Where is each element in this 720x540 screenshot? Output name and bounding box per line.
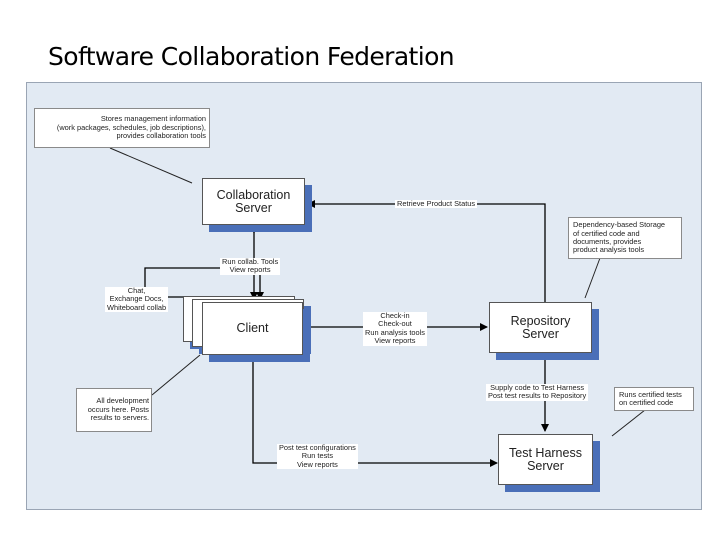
supply-code-label: Supply code to Test Harness Post test re… bbox=[486, 383, 589, 401]
retrieve-status-arrow bbox=[307, 200, 546, 302]
repository-note: Dependency-based Storage of certified co… bbox=[568, 217, 682, 259]
test-note-pointer bbox=[611, 409, 646, 437]
repo-note-pointer bbox=[584, 257, 601, 299]
collaboration-server-box: Collaboration Server bbox=[202, 178, 305, 225]
checkin-checkout-label: Check-in Check-out Run analysis tools Vi… bbox=[363, 311, 427, 346]
client-note-pointer bbox=[151, 354, 201, 396]
collab-note-pointer bbox=[109, 147, 193, 184]
chat-exchange-label: Chat, Exchange Docs, Whiteboard collab bbox=[105, 286, 169, 313]
client-box: Client bbox=[202, 302, 303, 355]
collab-server-note: Stores management information (work pack… bbox=[34, 108, 210, 148]
client-test-arrow bbox=[249, 350, 498, 467]
test-harness-server-box: Test Harness Server bbox=[498, 434, 593, 485]
client-note: All development occurs here. Posts resul… bbox=[76, 388, 152, 432]
retrieve-status-label: Retrieve Product Status bbox=[395, 199, 478, 209]
run-collab-tools-label: Run collab. Tools View reports bbox=[220, 257, 281, 275]
test-harness-note: Runs certified tests on certified code bbox=[614, 387, 694, 411]
page-title: Software Collaboration Federation bbox=[48, 42, 455, 71]
repository-server-box: Repository Server bbox=[489, 302, 592, 353]
post-test-config-label: Post test configurations Run tests View … bbox=[277, 443, 358, 470]
